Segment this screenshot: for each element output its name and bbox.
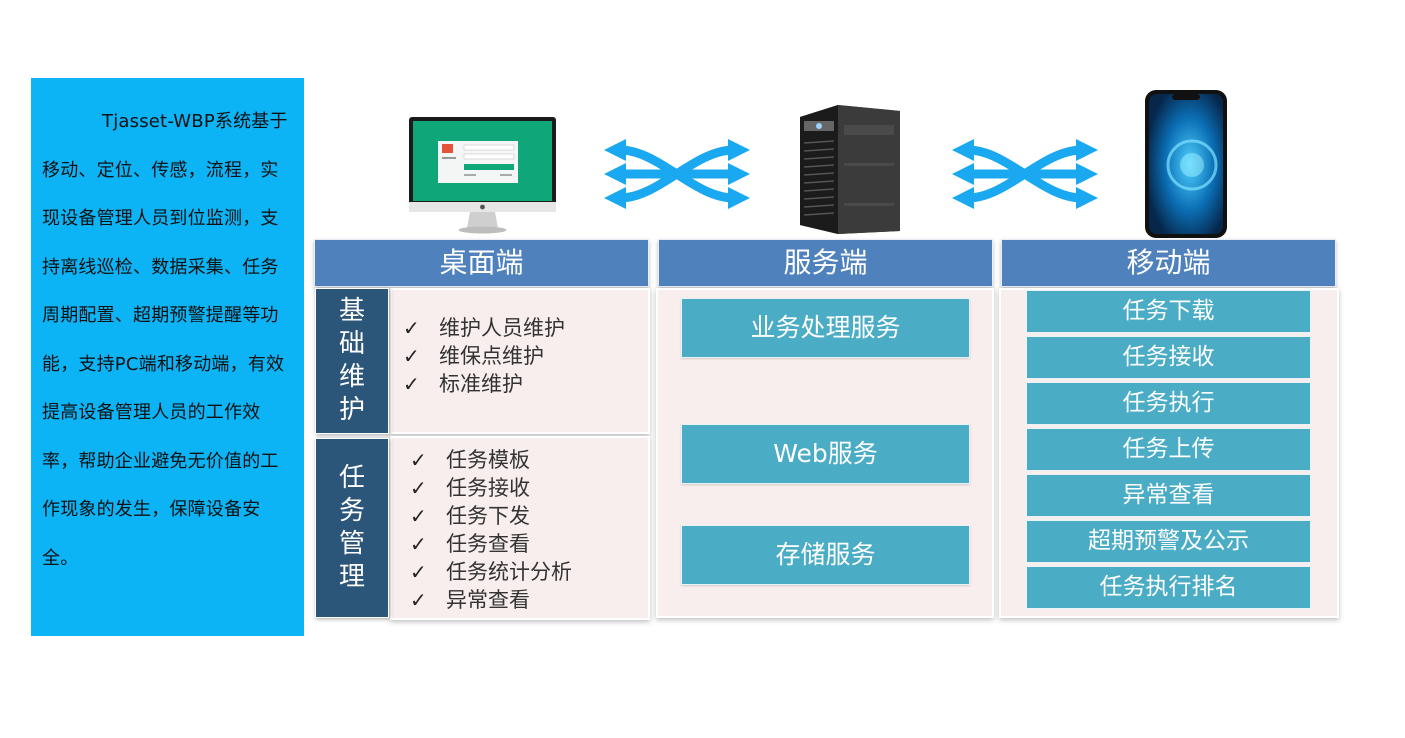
mobile-function-item: 任务执行排名 [1026, 566, 1311, 609]
check-icon: ✓ [403, 372, 420, 396]
mobile-function-item: 任务下载 [1026, 290, 1311, 333]
list-item: ✓异常查看 [410, 588, 530, 612]
side-label-task-management: 任务管理 [315, 438, 389, 618]
mobile-function-item: 超期预警及公示 [1026, 520, 1311, 563]
smartphone-icon [1145, 90, 1227, 238]
intro-text: Tjasset-WBP系统基于移动、定位、传感，流程，实现设备管理人员到位监测，… [42, 111, 288, 569]
mobile-function-item: 任务执行 [1026, 382, 1311, 425]
list-item: ✓标准维护 [403, 372, 523, 396]
check-icon: ✓ [410, 588, 427, 612]
check-icon: ✓ [403, 316, 420, 340]
check-icon: ✓ [410, 448, 427, 472]
check-icon: ✓ [410, 560, 427, 584]
server-tower-icon [800, 105, 900, 234]
mobile-header: 移动端 [1001, 239, 1336, 287]
intro-panel: Tjasset-WBP系统基于移动、定位、传感，流程，实现设备管理人员到位监测，… [31, 78, 304, 636]
service-web: Web服务 [681, 424, 970, 484]
side-label-text: 任务管理 [338, 463, 365, 592]
task-management-panel [390, 436, 650, 620]
service-storage: 存储服务 [681, 525, 970, 585]
list-item: ✓维保点维护 [403, 344, 544, 368]
bidirectional-arrows-icon [604, 139, 750, 209]
list-item: ✓任务查看 [410, 532, 530, 556]
desktop-monitor-icon [409, 117, 556, 234]
mobile-function-item: 任务上传 [1026, 428, 1311, 471]
task-management-list: ✓任务模板 ✓任务接收 ✓任务下发 ✓任务查看 ✓任务统计分析 ✓异常查看 [410, 446, 572, 614]
desktop-header: 桌面端 [314, 239, 649, 287]
service-business-processing: 业务处理服务 [681, 298, 970, 358]
mobile-function-item: 异常查看 [1026, 474, 1311, 517]
check-icon: ✓ [410, 476, 427, 500]
server-header: 服务端 [658, 239, 993, 287]
basic-maintenance-panel [390, 288, 650, 434]
side-label-text: 基础维护 [338, 296, 365, 425]
list-item: ✓任务接收 [410, 476, 530, 500]
mobile-function-item: 任务接收 [1026, 336, 1311, 379]
list-item: ✓维护人员维护 [403, 316, 565, 340]
list-item: ✓任务统计分析 [410, 560, 572, 584]
bidirectional-arrows-icon [952, 139, 1098, 209]
list-item: ✓任务模板 [410, 448, 530, 472]
list-item: ✓任务下发 [410, 504, 530, 528]
side-label-basic-maintenance: 基础维护 [315, 288, 389, 434]
check-icon: ✓ [410, 532, 427, 556]
basic-maintenance-list: ✓维护人员维护 ✓维保点维护 ✓标准维护 [403, 314, 565, 398]
check-icon: ✓ [410, 504, 427, 528]
check-icon: ✓ [403, 344, 420, 368]
